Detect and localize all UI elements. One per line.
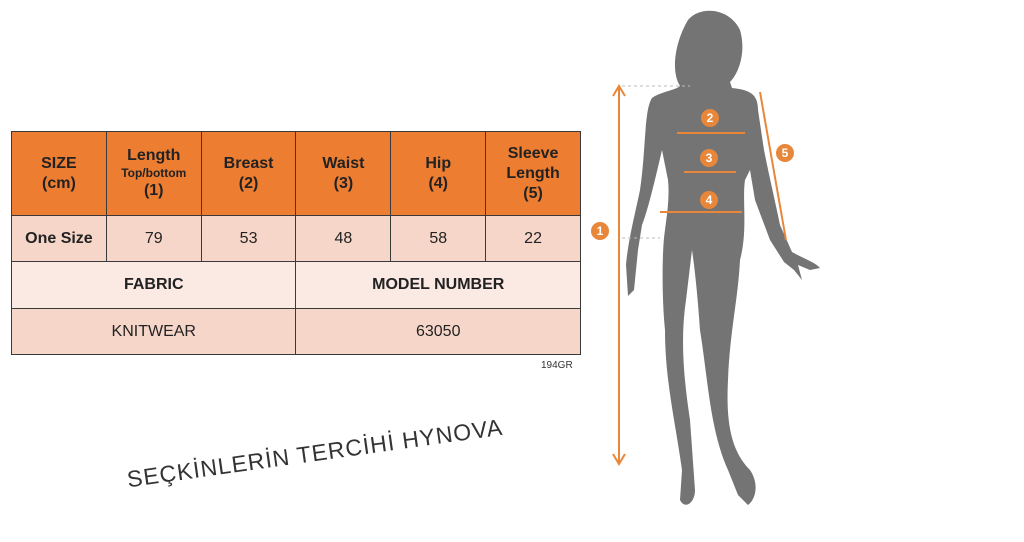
hip-cell: 58 bbox=[390, 215, 487, 262]
header-length-num: (1) bbox=[143, 182, 164, 199]
header-length-sub: Top/bottom bbox=[121, 166, 187, 180]
label-row: FABRIC MODEL NUMBER bbox=[10, 261, 581, 309]
header-size: SIZE (cm) bbox=[11, 131, 107, 216]
header-length-label: Length bbox=[127, 147, 181, 164]
marker-5 bbox=[776, 144, 794, 162]
body-silhouette-figure: 1 2 3 4 5 bbox=[591, 10, 820, 506]
waist-cell: 48 bbox=[295, 215, 392, 262]
model-number-label: MODEL NUMBER bbox=[295, 261, 581, 309]
watermark: SEÇKİNLERİN TERCİHİ HYNOVA bbox=[125, 413, 505, 493]
header-waist-label: Waist bbox=[322, 154, 365, 172]
header-hip: Hip (4) bbox=[390, 131, 487, 216]
product-code: 194GR bbox=[541, 360, 573, 371]
header-sleeve: Sleeve Length (5) bbox=[485, 131, 581, 216]
marker-label: 3 bbox=[706, 151, 713, 165]
marker-2 bbox=[701, 109, 719, 127]
header-sleeve-num: (5) bbox=[523, 184, 543, 202]
header-breast-label: Breast bbox=[223, 154, 274, 172]
length-cell: 79 bbox=[105, 215, 202, 262]
header-waist-num: (3) bbox=[333, 174, 354, 192]
breast-cell: 53 bbox=[200, 215, 297, 262]
marker-label: 2 bbox=[707, 111, 714, 125]
header-waist: Waist (3) bbox=[295, 131, 392, 216]
header-hip-label: Hip bbox=[425, 154, 452, 172]
marker-label: 1 bbox=[597, 224, 604, 238]
header-breast: Breast (2) bbox=[200, 131, 297, 216]
header-size-label: SIZE bbox=[41, 154, 77, 172]
marker-4 bbox=[700, 191, 718, 209]
size-cell: One Size bbox=[11, 215, 107, 262]
header-breast-num: (2) bbox=[238, 174, 259, 192]
value-row: KNITWEAR 63050 bbox=[10, 308, 581, 355]
table-row: One Size 79 53 48 58 22 bbox=[11, 215, 581, 262]
header-size-unit: (cm) bbox=[42, 174, 76, 192]
header-hip-num: (4) bbox=[428, 174, 448, 192]
fabric-label: FABRIC bbox=[10, 261, 297, 309]
header-sleeve-label: Sleeve Length bbox=[506, 144, 560, 182]
marker-1 bbox=[591, 222, 609, 240]
model-number-value: 63050 bbox=[295, 308, 581, 355]
marker-3 bbox=[700, 149, 718, 167]
silhouette bbox=[626, 10, 820, 506]
fabric-value: KNITWEAR bbox=[10, 308, 297, 355]
sleeve-cell: 22 bbox=[485, 215, 581, 262]
marker-label: 5 bbox=[782, 146, 789, 160]
marker-label: 4 bbox=[706, 193, 713, 207]
measurement-arrows bbox=[591, 84, 794, 466]
